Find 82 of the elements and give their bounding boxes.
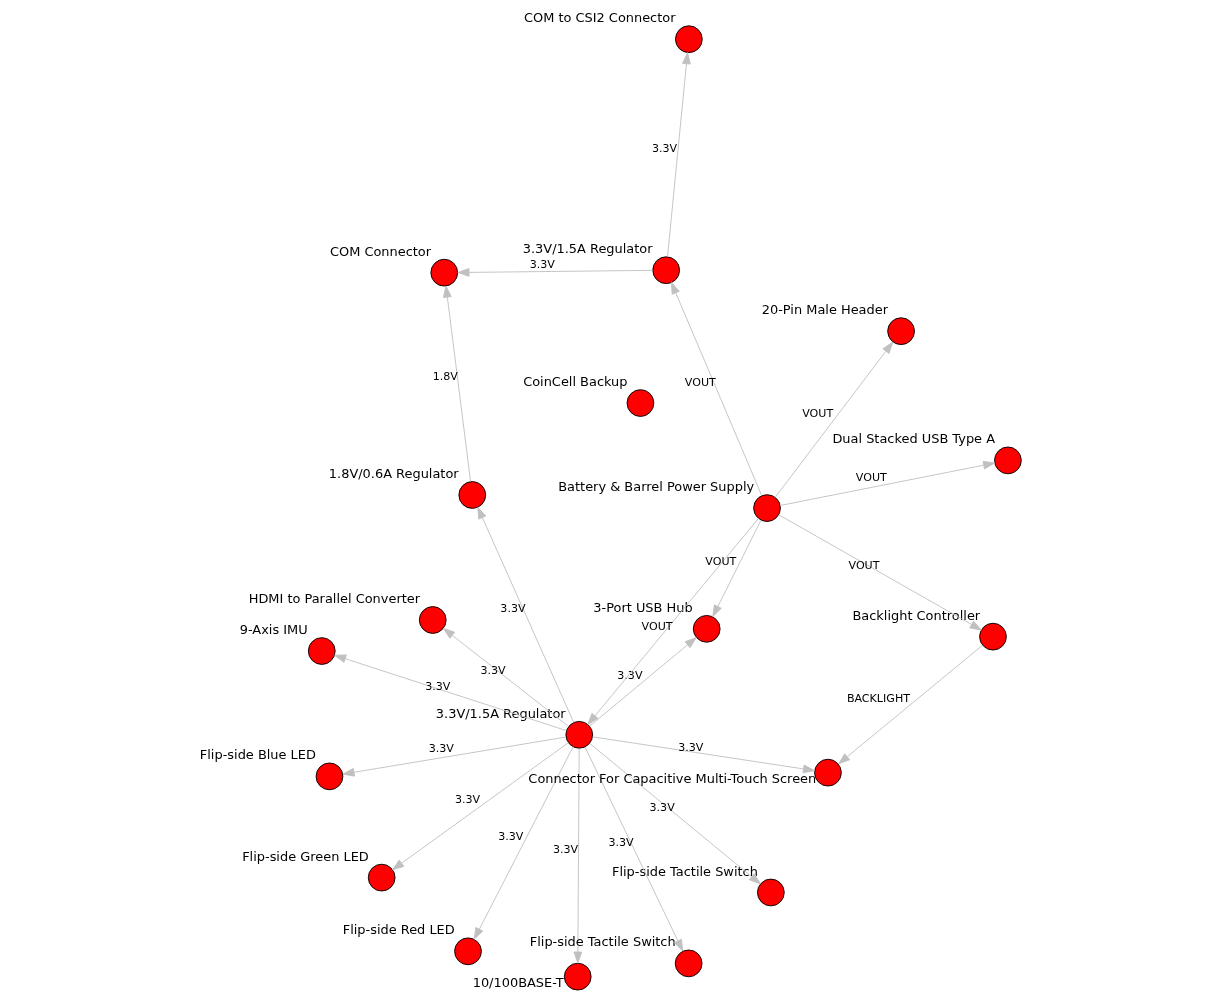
node-label: Battery & Barrel Power Supply [558,479,755,495]
edge-label: VOUT [684,375,716,389]
node-circle [994,446,1022,475]
node-label: 3-Port USB Hub [593,599,693,615]
node-label: 9-Axis IMU [239,622,308,638]
node-circle [652,256,681,285]
arrow [473,746,574,940]
node-circle [367,863,396,892]
arrow [778,514,982,631]
arrow [667,52,691,258]
node-label: 3.3V/1.5A Regulator [435,705,566,721]
node-circle [454,937,482,966]
node-label: Flip-side Green LED [242,848,369,864]
arrow [584,746,684,952]
edge-label: 3.3V [425,679,451,693]
arrow [712,519,762,617]
edge-label: BACKLIGHT [846,691,910,705]
arrow [589,637,697,727]
arrow [443,628,569,727]
arrow [477,506,575,723]
node-label: Flip-side Blue LED [199,747,316,763]
node-circle [315,762,344,791]
node-circle [887,317,915,345]
node-label: Backlight Controller [852,607,981,623]
edge-label: VOUT [848,559,880,573]
node-circle [626,389,655,417]
arrow [443,285,472,482]
node-circle [753,494,781,522]
node-circle [418,606,447,634]
arrow [342,736,567,777]
edge-label: 3.3V [480,664,506,678]
node-circle [675,25,703,54]
node-label: 3.3V/1.5A Regulator [522,241,653,257]
node-circle [674,949,703,978]
node-circle [458,481,487,509]
node-circle [430,258,459,287]
edge-label: 3.3V [649,800,675,814]
node-circle [692,615,721,643]
node-circle [979,622,1007,651]
arrow [587,517,759,725]
edge-label: 3.3V [678,740,704,754]
node-label: COM Connector [329,243,432,259]
edge-label: 3.3V [428,742,454,756]
arrow [392,742,569,871]
edge-label: 3.3V [500,602,526,616]
edge-label: 3.3V [529,258,555,272]
node-label: CoinCell Backup [523,374,628,390]
arrow [589,743,761,885]
edge-label: 3.3V [498,829,524,843]
node-circle [565,720,594,749]
edge-label: VOUT [802,406,834,420]
edge-label: VOUT [641,620,673,634]
node-label: Flip-side Red LED [342,922,455,938]
edge-label: 1.8V [432,370,458,384]
arrow [774,341,894,498]
arrow [573,748,583,964]
node-label: Flip-side Tactile Switch [529,934,676,950]
edge-label: 3.3V [552,842,579,856]
arrow [838,644,983,765]
node-label: COM to CSI2 Connector [523,10,676,26]
node-label: 20-Pin Male Header [761,302,889,318]
node-circle [563,962,592,991]
node-circle [757,878,785,907]
node-circle [307,637,336,665]
edge-label: 3.3V [454,793,481,807]
node-label: HDMI to Parallel Converter [248,591,421,607]
edge-label: 3.3V [617,668,643,682]
arrow [592,736,815,774]
node-label: Dual Stacked USB Type A [832,431,995,447]
edge-label: 3.3V [651,141,678,155]
node-label: Flip-side Tactile Switch [612,863,758,879]
edge-label: 3.3V [608,836,634,850]
arrow [334,654,567,732]
node-label: 1.8V/0.6A Regulator [328,466,459,482]
arrow [670,282,763,497]
node-label: Connector For Capacitive Multi-Touch Screen [528,770,817,786]
arrow [779,460,996,506]
arrow [457,268,654,277]
node-label: 10/100BASE-T [472,974,564,990]
edge-label: VOUT [705,555,737,569]
node-circle [814,758,842,787]
edge-label: VOUT [855,471,887,485]
